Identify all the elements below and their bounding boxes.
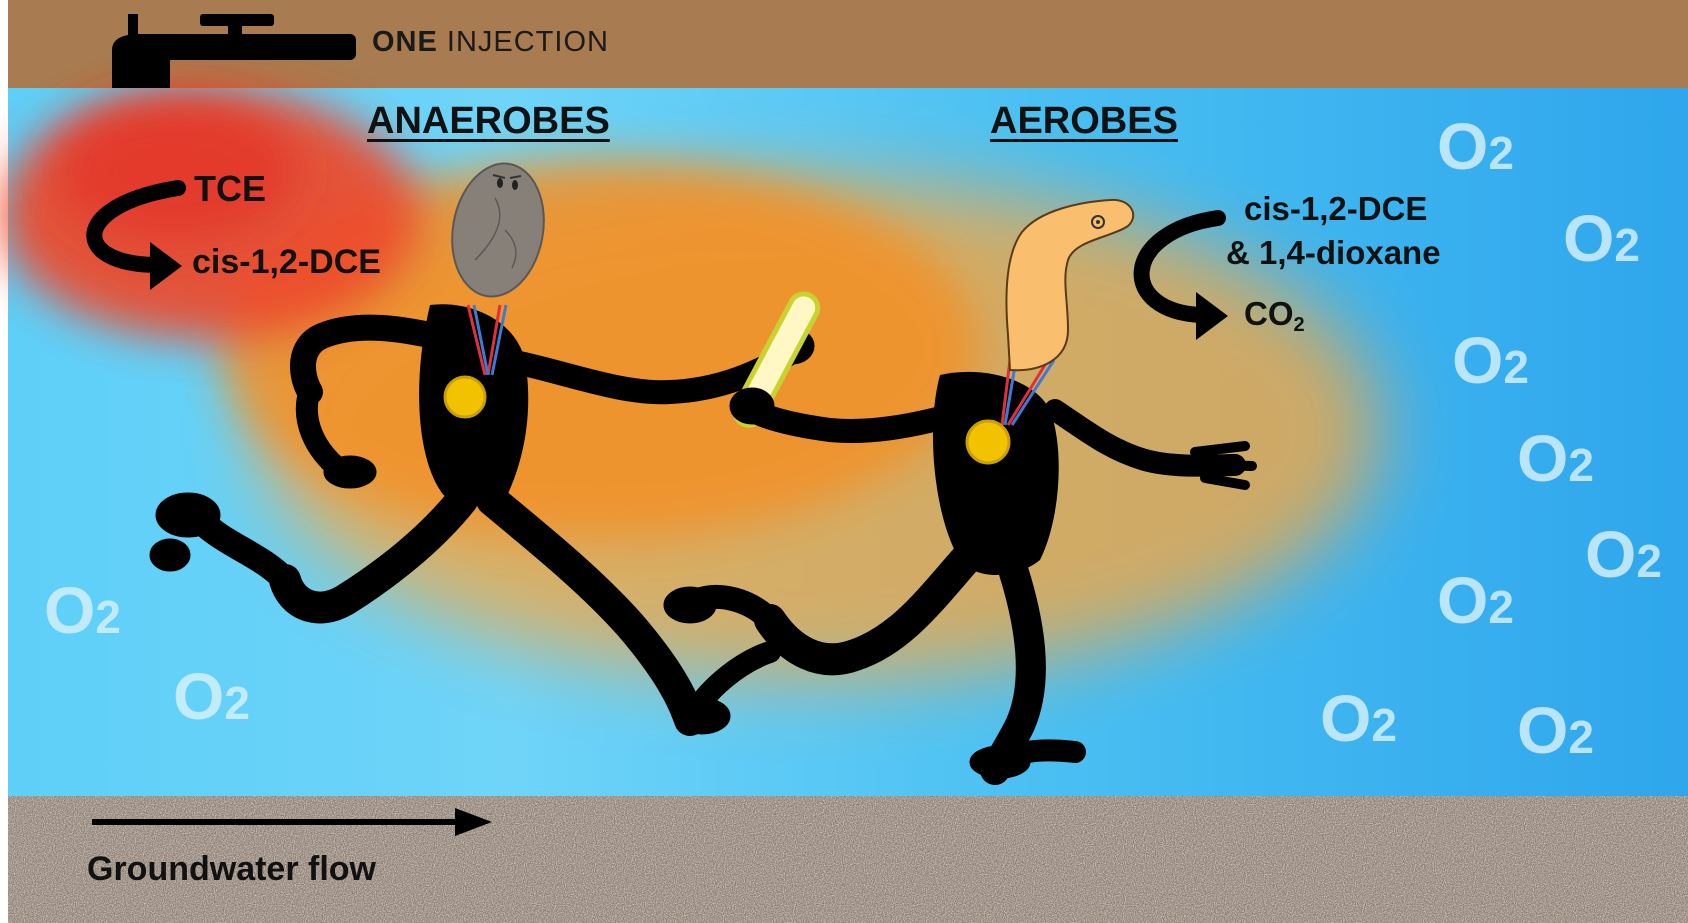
co2-subscript: 2 xyxy=(1294,314,1305,336)
oxygen-base: O xyxy=(1563,201,1614,275)
oxygen-base: O xyxy=(1517,693,1568,767)
oxygen-subscript: 2 xyxy=(1568,711,1594,763)
oxygen-symbol: O2 xyxy=(1452,322,1529,398)
medal-icon xyxy=(445,377,485,417)
oxygen-subscript: 2 xyxy=(95,591,121,643)
oxygen-symbol: O2 xyxy=(44,572,121,648)
flow-label: Groundwater flow xyxy=(87,850,376,889)
oxygen-symbol: O2 xyxy=(1437,108,1514,184)
oxygen-symbol: O2 xyxy=(173,658,250,734)
oxygen-subscript: 2 xyxy=(1371,699,1397,751)
aerobic-reactant-dce: cis-1,2-DCE xyxy=(1244,190,1427,228)
oxygen-base: O xyxy=(1452,323,1503,397)
oxygen-subscript: 2 xyxy=(1488,581,1514,633)
injection-label-bold: ONE xyxy=(372,26,438,58)
oxygen-symbol: O2 xyxy=(1517,692,1594,768)
reaction-reactant-tce: TCE xyxy=(194,168,266,210)
oxygen-subscript: 2 xyxy=(1614,219,1640,271)
oxygen-subscript: 2 xyxy=(1636,535,1662,587)
injection-label-rest: INJECTION xyxy=(438,26,609,58)
oxygen-symbol: O2 xyxy=(1320,680,1397,756)
oxygen-subscript: 2 xyxy=(224,677,250,729)
oxygen-base: O xyxy=(44,573,95,647)
oxygen-subscript: 2 xyxy=(1488,127,1514,179)
oxygen-base: O xyxy=(173,659,224,733)
oxygen-subscript: 2 xyxy=(1568,439,1594,491)
injection-label: ONE INJECTION xyxy=(372,26,609,59)
oxygen-base: O xyxy=(1320,681,1371,755)
oxygen-base: O xyxy=(1585,517,1636,591)
oxygen-symbol: O2 xyxy=(1517,420,1594,496)
heading-anaerobes: ANAEROBES xyxy=(367,100,610,143)
heading-aerobes: AEROBES xyxy=(990,100,1178,143)
reaction-product-dce: cis-1,2-DCE xyxy=(192,243,381,282)
aerobe-eye-pupil xyxy=(1096,220,1100,224)
oxygen-symbol: O2 xyxy=(1437,562,1514,638)
oxygen-base: O xyxy=(1437,109,1488,183)
oxygen-subscript: 2 xyxy=(1503,341,1529,393)
oxygen-base: O xyxy=(1517,421,1568,495)
aerobic-reactant-dioxane: & 1,4-dioxane xyxy=(1226,234,1441,272)
medal-icon xyxy=(967,421,1009,463)
oxygen-symbol: O2 xyxy=(1585,516,1662,592)
tap-icon xyxy=(112,14,356,88)
oxygen-base: O xyxy=(1437,563,1488,637)
aerobic-product-co2: CO2 xyxy=(1244,295,1305,337)
co2-base: CO xyxy=(1244,295,1294,332)
oxygen-symbol: O2 xyxy=(1563,200,1640,276)
